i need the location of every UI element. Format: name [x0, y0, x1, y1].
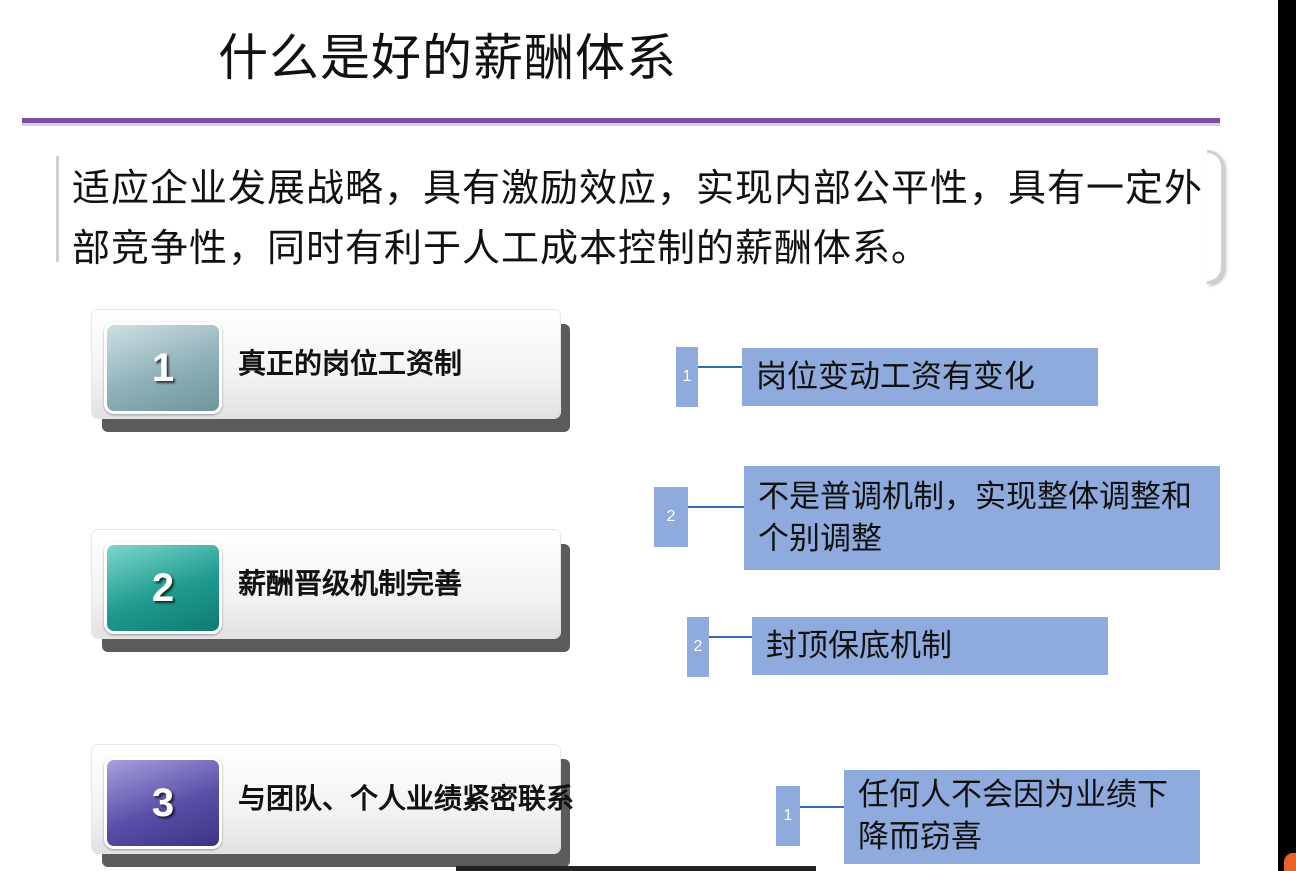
note-number-4: 1: [776, 786, 800, 846]
note-number-3: 2: [687, 617, 709, 677]
slide-title: 什么是好的薪酬体系: [218, 29, 677, 87]
criterion-tile-3: 3 与团队、个人业绩紧密联系: [92, 745, 574, 867]
criterion-tile-1: 1 真正的岗位工资制: [92, 310, 570, 432]
right-bracket: [1207, 150, 1224, 284]
note-box-3: 封顶保底机制: [752, 617, 1108, 675]
criterion-label-1: 真正的岗位工资制: [238, 347, 463, 380]
number-badge-2: 2: [104, 542, 222, 634]
bottom-edge-strip: [456, 866, 816, 871]
note-box-1: 岗位变动工资有变化: [742, 348, 1098, 406]
note-number-1: 1: [676, 347, 698, 407]
number-badge-1: 1: [104, 322, 222, 414]
left-bracket: [56, 156, 69, 262]
note-connector-3: [709, 636, 753, 638]
intro-block: 适应企业发展战略，具有激励效应，实现内部公平性，具有一定外部竞争性，同时有利于人…: [56, 150, 1226, 284]
note-box-2: 不是普调机制，实现整体调整和个别调整: [744, 466, 1220, 570]
corner-logo-fragment: [1284, 853, 1296, 871]
criterion-label-2: 薪酬晋级机制完善: [238, 567, 463, 600]
number-badge-3: 3: [104, 757, 222, 849]
title-divider-shadow: [22, 123, 1220, 126]
note-connector-2: [688, 506, 744, 508]
note-box-4: 任何人不会因为业绩下降而窃喜: [844, 770, 1200, 864]
note-connector-1: [698, 366, 744, 368]
criterion-tile-2: 2 薪酬晋级机制完善: [92, 530, 570, 652]
criterion-label-3: 与团队、个人业绩紧密联系: [238, 782, 575, 815]
note-connector-4: [800, 806, 846, 808]
right-edge-bar: [1278, 0, 1296, 871]
note-number-2: 2: [654, 487, 688, 547]
intro-text: 适应企业发展战略，具有激励效应，实现内部公平性，具有一定外部竞争性，同时有利于人…: [72, 166, 1204, 270]
title-divider: [22, 118, 1220, 123]
